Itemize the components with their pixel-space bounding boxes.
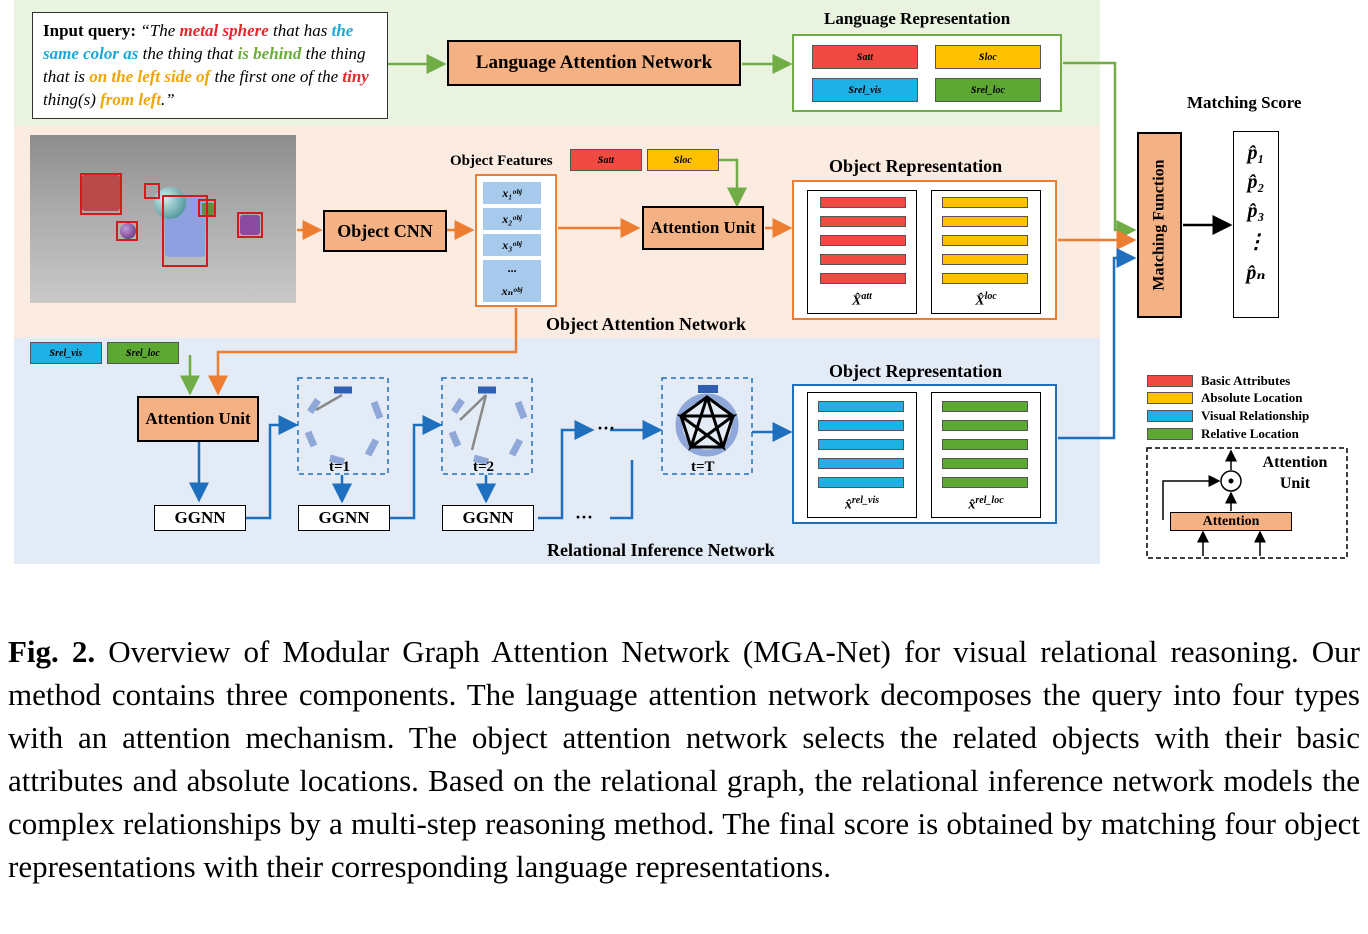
matching-function-label: Matching Function — [1150, 159, 1168, 291]
input-query-box: Input query: “The metal sphere that has … — [32, 12, 388, 119]
relational-inference-network-title: Relational Inference Network — [547, 540, 775, 560]
ellipsis-top: ··· — [597, 418, 616, 438]
query-prefix: Input query: — [43, 21, 137, 40]
score-pn: p̂ₙ — [1246, 262, 1266, 284]
legend-swatch — [1147, 392, 1193, 404]
x-loc-label: X̂loc — [975, 291, 997, 309]
connection-arrows — [180, 54, 1348, 559]
feature-x3: x₃ᵒᵇʲ — [483, 234, 541, 256]
legend-basic-attributes: Basic Attributes — [1147, 373, 1290, 389]
feature-x2: x₂ᵒᵇʲ — [483, 208, 541, 230]
query-text: “The — [140, 21, 180, 40]
object-representation-box-top: X̂att X̂loc — [792, 180, 1057, 320]
object-features-title: Object Features — [450, 153, 553, 169]
ggnn-box-1: GGNN — [298, 505, 390, 531]
query-highlight-cyan: the same color as — [43, 21, 354, 63]
legend-absolute-location: Absolute Location — [1147, 390, 1302, 406]
object-attention-network-title: Object Attention Network — [546, 314, 746, 334]
figure-caption: Fig. 2. Overview of Modular Graph Attent… — [8, 630, 1360, 888]
query-highlight-gold: on the left side of — [89, 67, 211, 86]
score-dots: ⋮ — [1246, 231, 1266, 253]
legend-visual-relationship: Visual Relationship — [1147, 408, 1309, 424]
x-rel-vis-label: x̂rel_vis — [844, 495, 880, 513]
query-highlight-red: tiny — [342, 67, 369, 86]
scores-box: p̂₁ p̂₂ p̂₃ ⋮ p̂ₙ — [1233, 131, 1279, 318]
relational-attention-unit-box: Attention Unit — [137, 396, 259, 442]
language-representation-title: Language Representation — [824, 9, 1011, 28]
object-features-box: x₁ᵒᵇʲ x₂ᵒᵇʲ x₃ᵒᵇʲ ··· xₙᵒᵇʲ — [475, 174, 557, 307]
score-p2: p̂₂ — [1247, 171, 1265, 193]
feature-xn: xₙᵒᵇʲ — [483, 280, 541, 302]
object-representation-title-bottom: Object Representation — [829, 361, 1003, 381]
legend-relative-location: Relative Location — [1147, 426, 1299, 442]
attention-unit-label: Attention Unit — [145, 409, 251, 428]
scene-image — [30, 135, 296, 303]
legend-swatch — [1147, 428, 1193, 440]
object-representation-box-bottom: x̂rel_vis x̂rel_loc — [792, 384, 1057, 524]
language-attention-network-label: Language Attention Network — [475, 52, 713, 73]
step-t2-label: t=2 — [473, 459, 495, 475]
query-highlight-green: is behind — [237, 44, 302, 63]
query-text: thing(s) — [43, 90, 101, 109]
legend-swatch — [1147, 410, 1193, 422]
x-att-label: X̂att — [852, 291, 872, 309]
query-text: the first one of the — [210, 67, 343, 86]
object-representation-title: Object Representation — [829, 156, 1003, 176]
language-attention-network-box: Language Attention Network — [447, 40, 741, 86]
query-text: .” — [161, 90, 175, 109]
query-highlight-gold: from left — [100, 90, 162, 109]
x-rel-loc-label: x̂rel_loc — [968, 495, 1004, 513]
ggnn-box-0: GGNN — [154, 505, 246, 531]
feature-dots: ··· — [483, 260, 541, 282]
ggnn-box-2: GGNN — [442, 505, 534, 531]
matching-function-box: Matching Function — [1137, 132, 1182, 318]
object-attention-unit-box: Attention Unit — [642, 206, 764, 250]
feature-x1: x₁ᵒᵇʲ — [483, 182, 541, 204]
attention-detail-box: Attention — [1170, 512, 1292, 531]
matching-score-title: Matching Score — [1187, 93, 1302, 112]
object-cnn-label: Object CNN — [337, 220, 433, 241]
score-p3: p̂₃ — [1247, 200, 1265, 222]
caption-fig-label: Fig. 2. — [8, 634, 96, 669]
caption-text: Overview of Modular Graph Attention Netw… — [8, 634, 1360, 884]
query-text: the thing that — [138, 44, 238, 63]
query-text: that has — [268, 21, 332, 40]
step-t1-label: t=1 — [329, 459, 351, 475]
attention-unit-label: Attention Unit — [650, 218, 756, 237]
legend-swatch — [1147, 375, 1193, 387]
query-text: the thing that is — [43, 44, 366, 86]
attention-unit-detail-title: Attention Unit — [1262, 454, 1328, 492]
object-cnn-box: Object CNN — [323, 210, 447, 252]
ellipsis-bottom: ··· — [575, 507, 594, 527]
query-highlight-red: metal sphere — [179, 21, 269, 40]
score-p1: p̂₁ — [1247, 142, 1265, 164]
step-tT-label: t=T — [691, 459, 715, 475]
